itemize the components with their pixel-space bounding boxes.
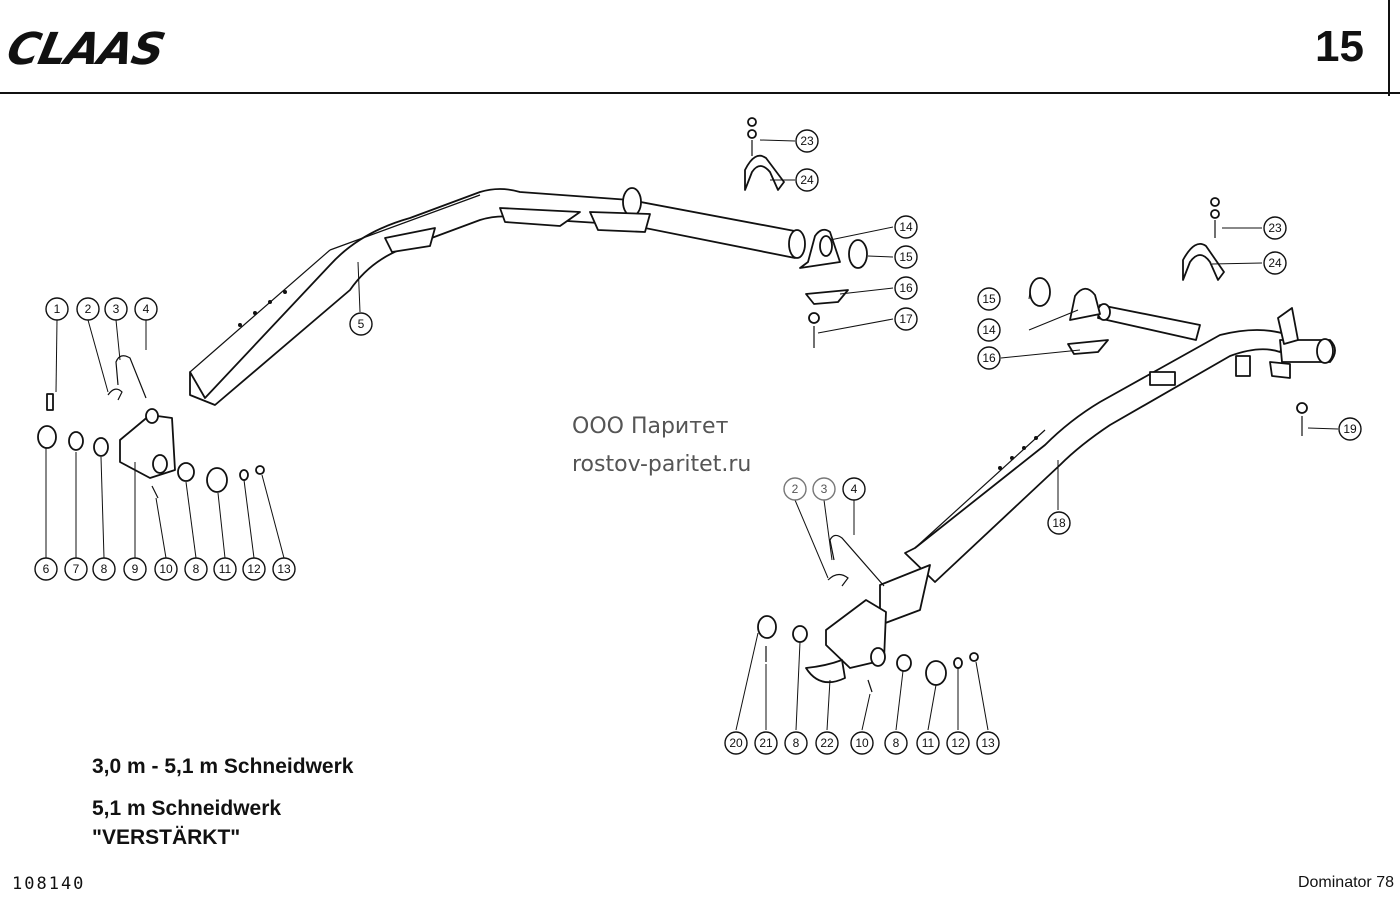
callout-11-left: 11 xyxy=(213,557,237,581)
callout-10-right: 10 xyxy=(850,731,874,755)
callout-16-upper: 16 xyxy=(894,276,918,300)
callout-11-right: 11 xyxy=(916,731,940,755)
svg-text:21: 21 xyxy=(759,736,773,750)
callout-3-right: 3 xyxy=(812,477,836,501)
clamp-24-right xyxy=(1182,197,1225,281)
header-corner-rule xyxy=(1388,0,1390,96)
svg-text:9: 9 xyxy=(132,562,139,576)
svg-text:8: 8 xyxy=(193,562,200,576)
svg-text:24: 24 xyxy=(1268,256,1282,270)
callout-17-upper: 17 xyxy=(894,307,918,331)
svg-text:4: 4 xyxy=(851,482,858,496)
caption-line-2: 5,1 m Schneidwerk xyxy=(92,797,282,820)
callout-10-left: 10 xyxy=(154,557,178,581)
pin-parts-left xyxy=(37,355,265,499)
watermark-url: rostov-paritet.ru xyxy=(572,452,752,477)
svg-text:24: 24 xyxy=(800,173,814,187)
callout-9: 9 xyxy=(123,557,147,581)
callout-12-right: 12 xyxy=(946,731,970,755)
svg-text:22: 22 xyxy=(820,736,834,750)
callout-8-left-b: 8 xyxy=(184,557,208,581)
svg-text:11: 11 xyxy=(922,736,935,750)
svg-text:4: 4 xyxy=(143,302,150,316)
caption-line-3: "VERSTÄRKT" xyxy=(92,826,241,849)
svg-text:13: 13 xyxy=(981,736,995,750)
document-number: 108140 xyxy=(12,874,86,894)
bearing-flange-14-upper xyxy=(799,228,868,348)
svg-text:1: 1 xyxy=(54,302,61,316)
svg-text:20: 20 xyxy=(729,736,743,750)
callout-2-right: 2 xyxy=(783,477,807,501)
svg-text:14: 14 xyxy=(982,323,996,337)
svg-text:23: 23 xyxy=(1268,221,1282,235)
svg-text:13: 13 xyxy=(277,562,291,576)
callout-1: 1 xyxy=(45,297,69,321)
svg-text:10: 10 xyxy=(855,736,869,750)
svg-text:8: 8 xyxy=(101,562,108,576)
svg-text:2: 2 xyxy=(792,482,799,496)
callout-24-right: 24 xyxy=(1263,251,1287,275)
callout-5: 5 xyxy=(349,312,373,336)
callout-8-right-b: 8 xyxy=(884,731,908,755)
svg-text:15: 15 xyxy=(899,250,913,264)
callout-16-right: 16 xyxy=(977,346,1001,370)
watermark-company: ООО Паритет xyxy=(572,414,729,439)
callout-14-right: 14 xyxy=(977,318,1001,342)
svg-text:10: 10 xyxy=(159,562,173,576)
model-name: Dominator 78 xyxy=(1297,874,1394,891)
svg-text:18: 18 xyxy=(1052,516,1066,530)
callout-19: 19 xyxy=(1338,417,1362,441)
svg-text:5: 5 xyxy=(358,317,365,331)
caption-line-1: 3,0 m - 5,1 m Schneidwerk xyxy=(92,755,354,778)
svg-text:14: 14 xyxy=(899,220,913,234)
callout-21: 21 xyxy=(754,731,778,755)
callout-18: 18 xyxy=(1047,511,1071,535)
callout-15-upper: 15 xyxy=(894,245,918,269)
callout-2-left: 2 xyxy=(76,297,100,321)
callout-8-right-a: 8 xyxy=(784,731,808,755)
callout-13-right: 13 xyxy=(976,731,1000,755)
svg-text:6: 6 xyxy=(43,562,50,576)
callout-4-right: 4 xyxy=(842,477,866,501)
callout-3-left: 3 xyxy=(104,297,128,321)
svg-text:16: 16 xyxy=(982,351,996,365)
callout-23-upper: 23 xyxy=(795,129,819,153)
svg-text:3: 3 xyxy=(821,482,828,496)
callout-24-upper: 24 xyxy=(795,168,819,192)
callout-23-right: 23 xyxy=(1263,216,1287,240)
svg-text:3: 3 xyxy=(113,302,120,316)
svg-text:8: 8 xyxy=(793,736,800,750)
callout-6: 6 xyxy=(34,557,58,581)
header-rule xyxy=(0,92,1400,94)
callout-13-left: 13 xyxy=(272,557,296,581)
callout-4-left: 4 xyxy=(134,297,158,321)
clamp-24-upper xyxy=(744,117,785,191)
svg-text:11: 11 xyxy=(219,562,232,576)
reel-arm-tube-18 xyxy=(879,303,1336,626)
svg-text:23: 23 xyxy=(800,134,814,148)
svg-text:2: 2 xyxy=(85,302,92,316)
callout-markers: 23 24 14 15 16 17 5 1 2 3 4 6 7 8 9 10 8… xyxy=(34,129,1362,755)
bearing-flange-14-right xyxy=(1029,277,1308,436)
callout-22: 22 xyxy=(815,731,839,755)
callout-14-upper: 14 xyxy=(894,215,918,239)
callout-15-right: 15 xyxy=(977,287,1001,311)
svg-text:16: 16 xyxy=(899,281,913,295)
svg-text:17: 17 xyxy=(899,312,913,326)
svg-text:7: 7 xyxy=(73,562,80,576)
callout-7: 7 xyxy=(64,557,88,581)
leader-lines xyxy=(45,139,1339,731)
svg-text:12: 12 xyxy=(247,562,261,576)
svg-text:15: 15 xyxy=(982,292,996,306)
page-number: 15 xyxy=(1315,22,1364,71)
reel-arm-tube-5 xyxy=(189,187,806,406)
callout-20: 20 xyxy=(724,731,748,755)
svg-text:19: 19 xyxy=(1343,422,1357,436)
callout-8-left-a: 8 xyxy=(92,557,116,581)
callout-12-left: 12 xyxy=(242,557,266,581)
svg-text:8: 8 xyxy=(893,736,900,750)
svg-text:12: 12 xyxy=(951,736,965,750)
